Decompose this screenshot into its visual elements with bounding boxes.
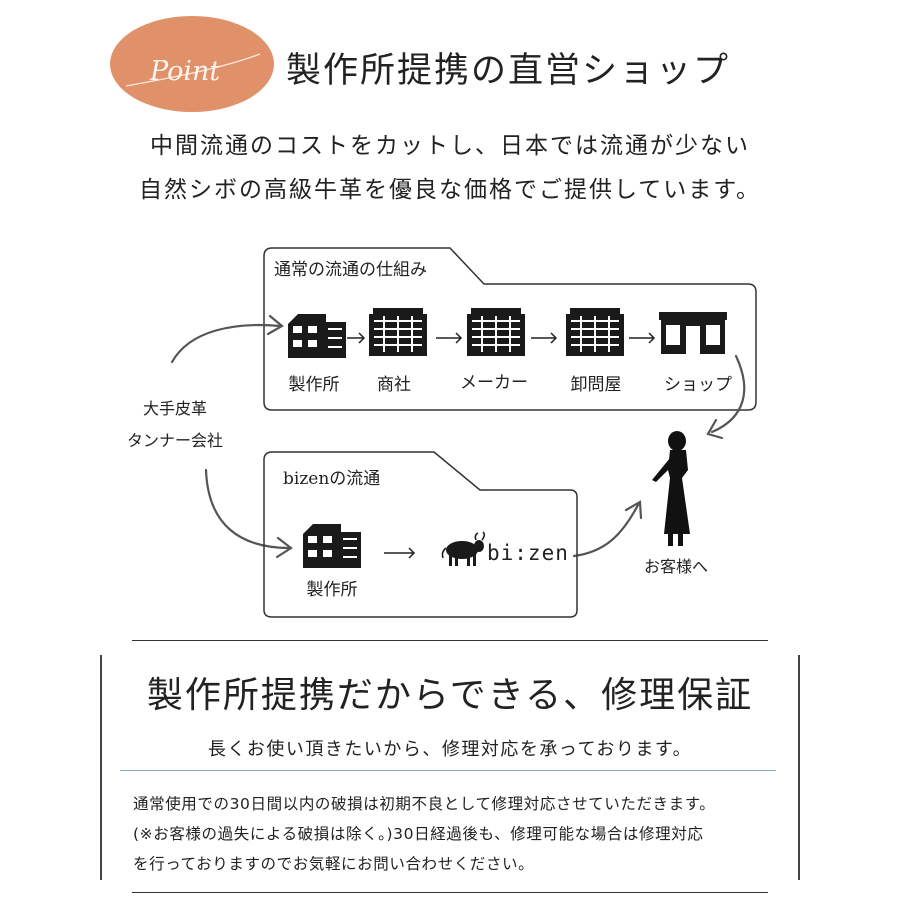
office-building-icon [467, 308, 525, 356]
repair-note-line-1: 通常使用での30日間以内の破損は初期不良として修理対応させていただきます。 [133, 795, 716, 813]
point-badge-ellipse [110, 16, 274, 112]
normal-flow-box [263, 247, 757, 411]
arrow-right-icon [531, 332, 558, 344]
arrow-right-icon [347, 332, 366, 344]
normal-step-maker: メーカー [460, 373, 528, 393]
office-building-icon [566, 308, 624, 356]
arrow-right-icon [436, 332, 463, 344]
bizen-flow-title: bizenの流通 [283, 469, 380, 489]
curved-arrow-shop-to-customer [710, 354, 746, 434]
curved-arrow-to-bizen [204, 468, 292, 550]
point-badge: Point [108, 14, 276, 114]
point-badge-flourish [125, 53, 261, 87]
arrow-right-icon [629, 332, 656, 344]
source-label-line-1: 大手皮革 [143, 399, 207, 418]
repair-note-line-2: (※お客様の過失による破損は除く。)30日経過後も、修理可能な場合は修理対応 [133, 825, 704, 843]
divider-blue [120, 770, 776, 771]
repair-guarantee-title: 製作所提携だからできる、修理保証 [146, 675, 754, 716]
normal-step-shop: ショップ [664, 375, 732, 395]
factory-icon [288, 314, 346, 358]
bracket-right [798, 655, 800, 880]
divider-bottom [132, 892, 768, 893]
intro-line-1: 中間流通のコストをカットし、日本では流通が少ない [150, 133, 750, 159]
normal-step-trading-company: 商社 [377, 375, 411, 395]
point-badge-text: Point [149, 56, 220, 87]
customer-label: お客様へ [644, 557, 708, 576]
normal-step-wholesaler: 卸問屋 [571, 375, 622, 395]
normal-step-factory: 製作所 [289, 375, 340, 395]
office-building-icon [369, 308, 427, 356]
source-label-line-2: タンナー会社 [127, 431, 223, 450]
intro-line-2: 自然シボの高級牛革を優良な価格でご提供しています。 [138, 177, 761, 203]
bull-icon [441, 531, 486, 566]
section-heading: 製作所提携の直営ショップ [286, 51, 731, 91]
divider-top [132, 640, 768, 641]
bizen-flow-box [263, 451, 578, 618]
normal-flow-title: 通常の流通の仕組み [274, 260, 427, 280]
bizen-brand-logo: bi:zen [487, 541, 569, 565]
point-badge-shape: Point [110, 16, 274, 112]
curved-arrow-bizen-to-customer [572, 503, 640, 558]
customer-silhouette-icon [652, 431, 690, 546]
curved-arrow-to-normal [170, 323, 282, 364]
bracket-left [100, 655, 102, 880]
arrow-right-icon [384, 547, 416, 559]
factory-icon [303, 524, 361, 568]
bizen-step-factory: 製作所 [307, 580, 358, 600]
repair-guarantee-subtitle: 長くお使い頂きたいから、修理対応を承っております。 [207, 739, 693, 760]
repair-note-line-3: を行っておりますのでお気軽にお問い合わせください。 [133, 855, 535, 873]
storefront-icon [659, 312, 727, 354]
